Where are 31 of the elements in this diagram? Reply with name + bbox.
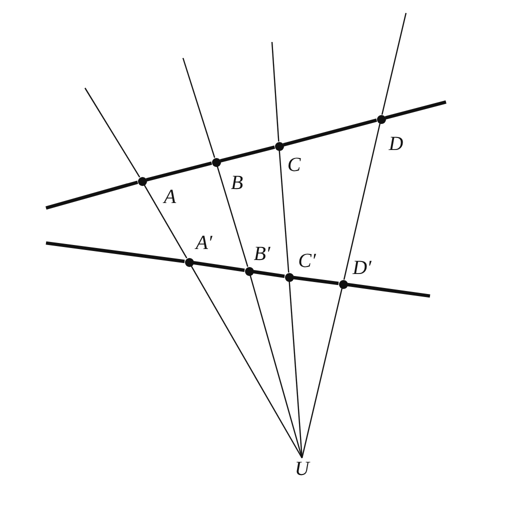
- line-segment: [216, 166, 248, 267]
- line-segment: [146, 161, 212, 182]
- line-segment: [278, 150, 290, 273]
- line-segment: [193, 260, 245, 272]
- line-segment: [253, 270, 285, 278]
- line-segment: [288, 281, 303, 458]
- point-label: C′: [298, 251, 316, 271]
- line-segment: [84, 88, 140, 178]
- line-segment: [347, 282, 430, 298]
- line-segment: [271, 42, 280, 142]
- line-segment: [46, 241, 185, 264]
- point-label: A′: [196, 233, 212, 253]
- point-label: D: [388, 134, 404, 154]
- point-label: D′: [352, 258, 372, 278]
- line-segment: [190, 266, 303, 458]
- line-segment: [46, 180, 138, 210]
- line-segment: [384, 100, 446, 120]
- line-segment: [301, 288, 343, 458]
- line-segment: [293, 276, 339, 286]
- line-segment: [250, 275, 303, 458]
- point-label: C: [287, 155, 301, 175]
- line-segment: [282, 118, 378, 146]
- point-label: U: [292, 458, 312, 480]
- line-segment: [182, 58, 216, 158]
- point-label: B′: [254, 244, 270, 264]
- line-segment: [343, 123, 381, 280]
- point-label: A: [164, 187, 176, 207]
- line-segment: [220, 145, 276, 163]
- line-segment: [144, 184, 188, 258]
- point-label: B: [230, 173, 244, 193]
- line-segment: [381, 12, 407, 115]
